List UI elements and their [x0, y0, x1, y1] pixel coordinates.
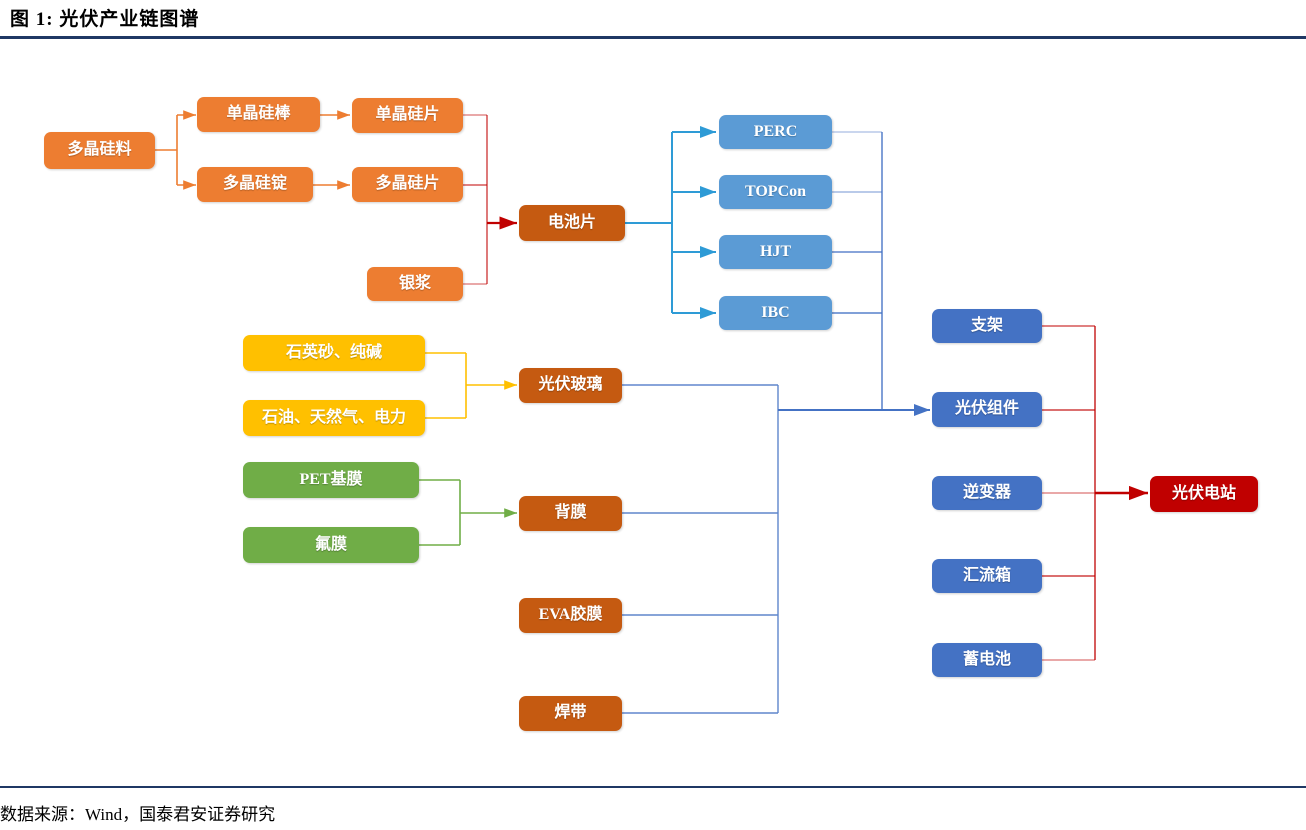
connector-layer: [155, 110, 1148, 714]
node-label: 电池片: [547, 213, 596, 231]
node-mono-wafer[interactable]: 单晶硅片: [352, 98, 463, 133]
node-label: 支架: [970, 316, 1003, 334]
node-perc[interactable]: PERC: [719, 115, 832, 149]
node-polysilicon-material[interactable]: 多晶硅料: [44, 132, 155, 169]
node-label: 多晶硅片: [375, 175, 440, 193]
edge-tech-bus-to-module: [832, 131, 883, 410]
node-label: 焊带: [554, 704, 587, 722]
edge-system-bus-to-station: [1042, 325, 1148, 661]
node-storage-battery[interactable]: 蓄电池: [932, 643, 1042, 677]
node-label: 单晶硅棒: [226, 105, 291, 123]
node-ibc[interactable]: IBC: [719, 296, 832, 330]
diagram-canvas: 多晶硅料 单晶硅棒 多晶硅锭 单晶硅片 多晶硅片 银浆 电池片 PERC TOP…: [0, 40, 1306, 785]
node-label: HJT: [759, 242, 792, 260]
node-inverter[interactable]: 逆变器: [932, 476, 1042, 510]
node-label: 单晶硅片: [375, 106, 440, 124]
node-label: 银浆: [398, 274, 431, 292]
edge-backsheet-raw-materials: [419, 479, 517, 546]
node-label: 蓄电池: [962, 650, 1011, 668]
node-label: 多晶硅锭: [222, 175, 287, 193]
edge-aux-bus-to-module: [622, 384, 779, 714]
node-label: TOPCon: [744, 182, 807, 200]
node-pet-film[interactable]: PET基膜: [243, 462, 419, 498]
node-backsheet[interactable]: 背膜: [519, 496, 622, 531]
node-pv-module[interactable]: 光伏组件: [932, 392, 1042, 427]
source-rule: [0, 786, 1306, 788]
node-fluorine-film[interactable]: 氟膜: [243, 527, 419, 563]
node-pv-glass[interactable]: 光伏玻璃: [519, 368, 622, 403]
edge-wafer-bus-to-cell: [463, 114, 517, 285]
node-bracket[interactable]: 支架: [932, 309, 1042, 343]
node-oil-gas-power[interactable]: 石油、天然气、电力: [243, 400, 425, 436]
node-silver-paste[interactable]: 银浆: [367, 267, 463, 301]
source-note: 数据来源：Wind，国泰君安证券研究: [0, 805, 276, 824]
node-label: 多晶硅料: [67, 141, 132, 159]
node-label: PERC: [753, 122, 798, 140]
edge-glass-raw-materials: [425, 352, 517, 419]
node-eva-film[interactable]: EVA胶膜: [519, 598, 622, 633]
page-title: 图 1: 光伏产业链图谱: [10, 9, 200, 30]
node-poly-wafer[interactable]: 多晶硅片: [352, 167, 463, 202]
node-label: 逆变器: [962, 483, 1011, 501]
node-quartz-sand-soda[interactable]: 石英砂、纯碱: [243, 335, 425, 371]
node-ribbon[interactable]: 焊带: [519, 696, 622, 731]
edge-cell-to-tech: [625, 126, 716, 319]
node-poly-ingot[interactable]: 多晶硅锭: [197, 167, 313, 202]
node-label: IBC: [761, 303, 790, 321]
node-mono-rod[interactable]: 单晶硅棒: [197, 97, 320, 132]
node-label: 石油、天然气、电力: [261, 408, 406, 426]
node-label: 光伏玻璃: [538, 376, 603, 394]
node-label: 汇流箱: [962, 566, 1011, 584]
node-label: 石英砂、纯碱: [285, 343, 382, 361]
node-hjt[interactable]: HJT: [719, 235, 832, 269]
node-label: 光伏电站: [1171, 484, 1236, 502]
node-solar-cell[interactable]: 电池片: [519, 205, 625, 241]
node-label: 背膜: [554, 504, 587, 522]
edge-polysilicon-fanout: [155, 110, 196, 190]
node-label: 光伏组件: [954, 400, 1019, 418]
node-topcon[interactable]: TOPCon: [719, 175, 832, 209]
node-label: 氟膜: [314, 535, 347, 553]
title-rule: [0, 36, 1306, 39]
node-label: PET基膜: [299, 470, 363, 488]
node-pv-power-station[interactable]: 光伏电站: [1150, 476, 1258, 512]
node-label: EVA胶膜: [538, 606, 603, 624]
node-combiner-box[interactable]: 汇流箱: [932, 559, 1042, 593]
